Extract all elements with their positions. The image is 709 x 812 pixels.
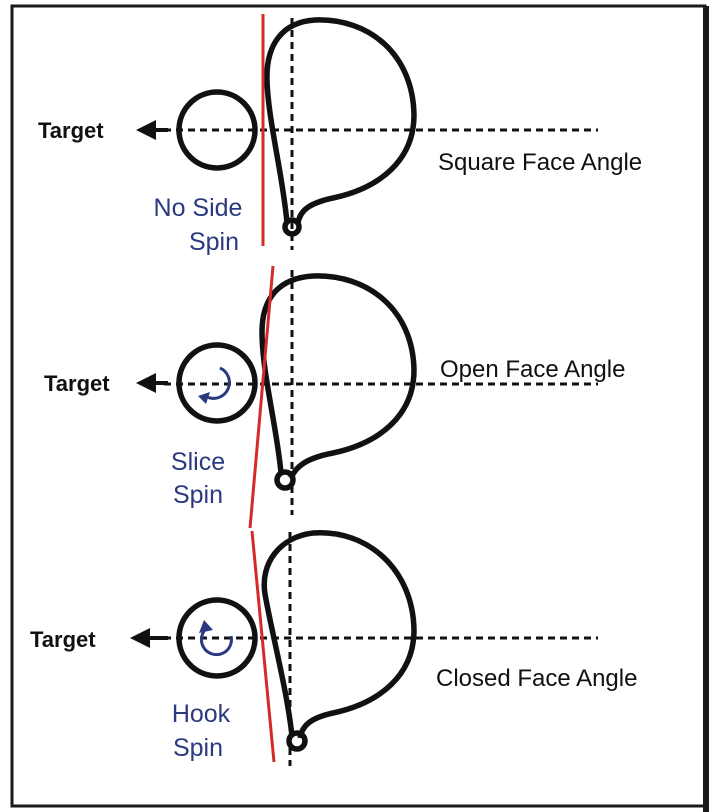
spin-label-line1: Hook	[172, 700, 231, 728]
club-head	[261, 530, 417, 739]
counterclockwise-rotation-icon	[199, 620, 233, 657]
face-line	[248, 265, 275, 529]
panel-closed: Target Closed Face Angle Hook Spin	[30, 530, 637, 766]
hosel	[282, 217, 302, 237]
golf-ball	[176, 597, 258, 679]
target-label: Target	[44, 371, 110, 396]
hosel	[274, 469, 296, 491]
diagram-frame	[10, 4, 707, 808]
target-label: Target	[38, 118, 104, 143]
hosel	[286, 730, 308, 752]
panel-open: Target Open Face Angle Slice Spin	[44, 265, 625, 529]
golf-ball	[176, 342, 258, 424]
angle-label: Open Face Angle	[440, 356, 625, 383]
angle-label: Square Face Angle	[438, 149, 642, 176]
spin-label-line1: Slice	[171, 448, 225, 476]
angle-label: Closed Face Angle	[436, 665, 637, 692]
spin-label-line1: No Side	[154, 194, 243, 222]
right-edge-bar	[703, 6, 709, 812]
golf-ball	[176, 89, 258, 171]
face-line	[250, 530, 276, 763]
club-head	[264, 17, 417, 224]
spin-label-line2: Spin	[189, 228, 239, 256]
panel-square: Target Square Face Angle No Side Spin	[38, 14, 642, 256]
club-head	[259, 273, 417, 480]
target-label: Target	[30, 627, 96, 652]
spin-label-line2: Spin	[173, 481, 223, 509]
spin-label-line2: Spin	[173, 734, 223, 762]
clockwise-rotation-icon	[198, 366, 231, 404]
